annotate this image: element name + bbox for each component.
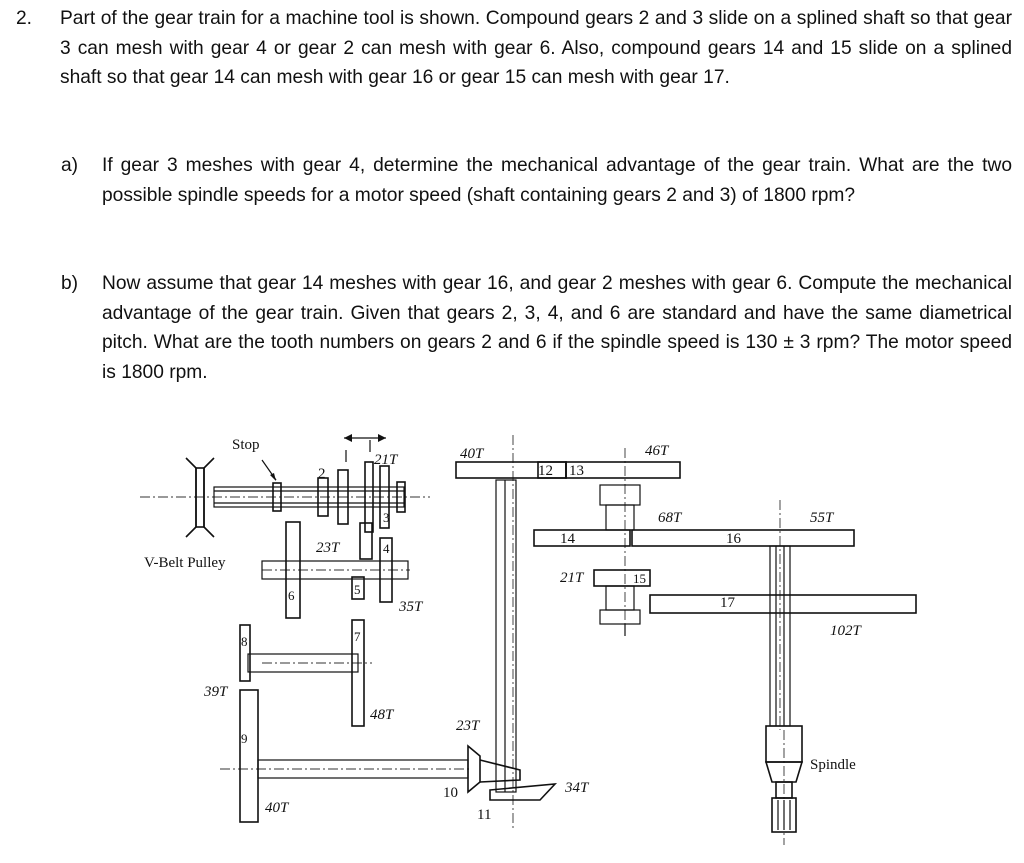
label-spindle: Spindle bbox=[810, 757, 856, 773]
label-gear-12: 12 bbox=[538, 463, 553, 479]
label-21T-top: 21T bbox=[374, 452, 399, 468]
label-gear-17: 17 bbox=[720, 595, 736, 611]
label-gear-16: 16 bbox=[726, 531, 742, 547]
shaft-gear-8 bbox=[239, 624, 359, 682]
bevel-gear-10-11 bbox=[479, 759, 558, 801]
part-b-text: Now assume that gear 14 meshes with gear… bbox=[102, 273, 1012, 383]
diagram-labels: Stop V-Belt Pulley Spindle 2 3 4 5 6 7 8… bbox=[144, 437, 863, 823]
label-68T: 68T bbox=[658, 510, 683, 526]
gear-46T bbox=[537, 461, 681, 479]
intermediate-shaft bbox=[261, 521, 409, 619]
label-gear-13: 13 bbox=[569, 463, 584, 479]
label-46T: 46T bbox=[645, 443, 670, 459]
label-gear-3: 3 bbox=[383, 510, 390, 525]
label-gear-2: 2 bbox=[318, 466, 326, 482]
label-40T-bottom: 40T bbox=[265, 800, 290, 816]
label-102T: 102T bbox=[830, 623, 863, 639]
label-21T-mid: 21T bbox=[560, 570, 585, 586]
label-gear-6: 6 bbox=[288, 588, 295, 603]
sliding-compound-gear-2-3 bbox=[317, 440, 406, 533]
label-gear-15: 15 bbox=[633, 571, 646, 586]
label-v-belt-pulley: V-Belt Pulley bbox=[144, 555, 226, 571]
sliding-compound-gear-14-15 bbox=[533, 484, 651, 636]
label-39T: 39T bbox=[203, 684, 229, 700]
v-belt-pulley bbox=[185, 457, 215, 538]
label-48T: 48T bbox=[370, 707, 395, 723]
label-gear-10: 10 bbox=[443, 785, 458, 801]
spindle-chuck bbox=[764, 725, 804, 833]
gear-17-102T bbox=[649, 594, 917, 614]
part-a-label: a) bbox=[61, 155, 79, 176]
label-stop: Stop bbox=[232, 437, 260, 453]
gear-16-55T bbox=[631, 529, 855, 547]
label-55T: 55T bbox=[810, 510, 835, 526]
gear-9-40T bbox=[239, 689, 259, 823]
part-a-text: If gear 3 meshes with gear 4, determine … bbox=[102, 155, 1012, 206]
label-gear-11: 11 bbox=[477, 807, 491, 823]
label-23T: 23T bbox=[316, 540, 341, 556]
label-gear-5: 5 bbox=[354, 582, 361, 597]
label-gear-4: 4 bbox=[383, 541, 390, 556]
label-gear-8: 8 bbox=[241, 634, 248, 649]
label-23T-bevel: 23T bbox=[456, 718, 481, 734]
label-gear-7: 7 bbox=[354, 629, 361, 644]
part-b-label: b) bbox=[61, 273, 79, 294]
label-35T: 35T bbox=[398, 599, 424, 615]
label-34T: 34T bbox=[564, 780, 590, 796]
centerlines bbox=[140, 435, 785, 845]
stop-collar bbox=[261, 459, 282, 512]
slide-direction-arrow-icon bbox=[344, 434, 386, 442]
problem-intro: Part of the gear train for a machine too… bbox=[60, 8, 1012, 88]
label-gear-14: 14 bbox=[560, 531, 576, 547]
gear-7-48T bbox=[351, 619, 365, 727]
vertical-shaft bbox=[495, 479, 517, 793]
problem-number: 2. bbox=[16, 8, 33, 29]
label-40T-top: 40T bbox=[460, 446, 485, 462]
label-gear-9: 9 bbox=[241, 731, 248, 746]
